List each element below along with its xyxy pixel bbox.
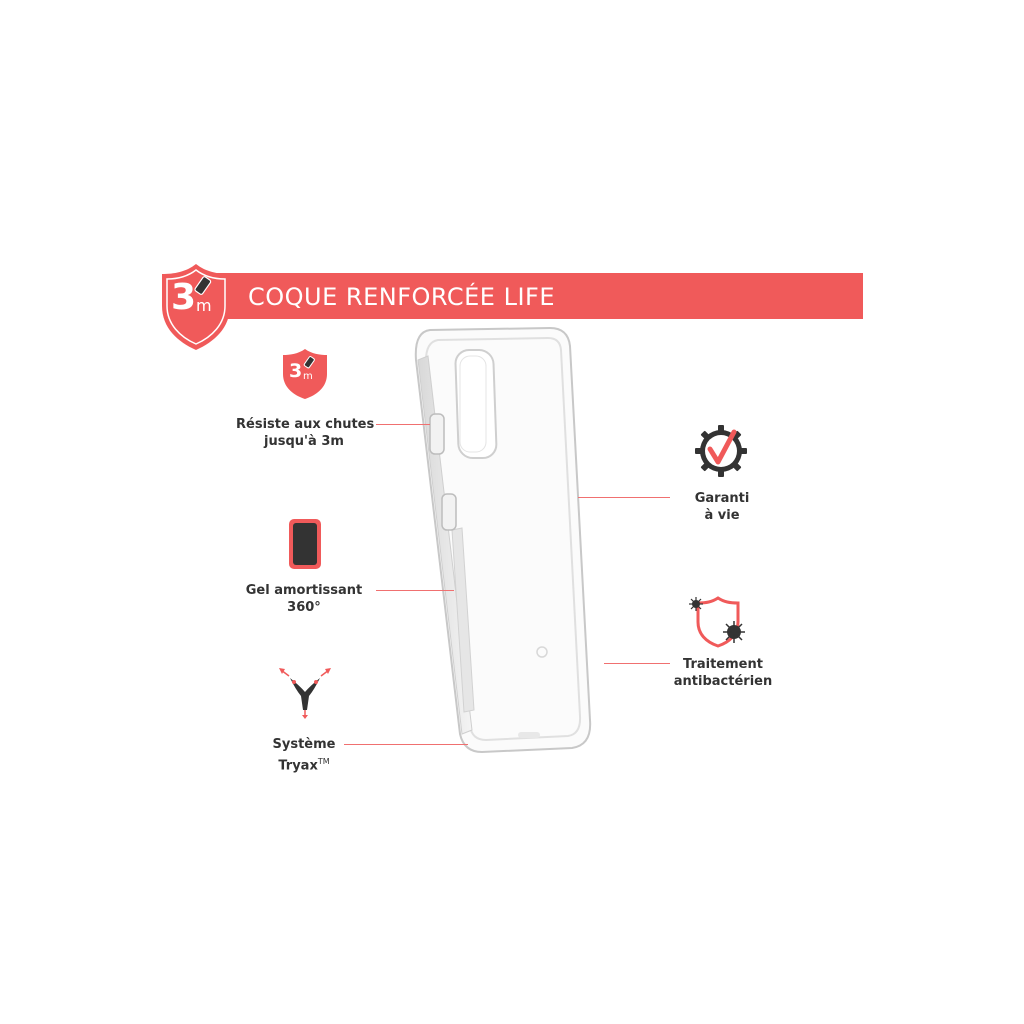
drop-icon-value: 3 (289, 360, 303, 382)
badge-unit: m (196, 296, 212, 315)
gel-leader-line (376, 590, 454, 591)
feature-label-warranty: Garanti à vie (676, 490, 768, 524)
drop-icon-unit: m (303, 371, 313, 382)
feature-label-tryax: Système TryaxTM (256, 736, 352, 774)
drop-shield-badge-icon (162, 264, 230, 350)
antibacterial-leader-line (604, 663, 670, 664)
phone-gel-icon (289, 519, 321, 569)
tryax-trademark: TM (317, 757, 330, 766)
tryax-label-line1: Système (272, 737, 336, 752)
feature-label-antibacterial: Traitement antibactérien (656, 656, 790, 690)
banner-title: COQUE RENFORCÉE LIFE (248, 283, 555, 311)
tryax-arrows-icon (279, 668, 331, 719)
gel-label-line2: 360° (287, 600, 321, 615)
tryax-label-line2: TryaxTM (256, 753, 352, 774)
gear-check-icon (695, 425, 747, 477)
drop-shield-icon (283, 349, 327, 399)
feature-label-gel: Gel amortissant 360° (236, 582, 372, 616)
feature-label-drop: Résiste aux chutes jusqu'à 3m (236, 416, 375, 450)
gel-label-line1: Gel amortissant (245, 583, 363, 598)
warranty-leader-line (578, 497, 670, 498)
phone-case-image (414, 326, 592, 754)
badge-value: 3 (171, 277, 197, 318)
tryax-leader-line (344, 744, 468, 745)
antibacterial-label-line1: Traitement (683, 657, 763, 672)
drop-label-line1: Résiste aux chutes (236, 417, 375, 432)
shield-bacteria-icon (689, 596, 745, 648)
antibacterial-label-line2: antibactérien (673, 674, 773, 689)
drop-label-line2: jusqu'à 3m (264, 434, 344, 449)
warranty-label-line2: à vie (704, 508, 740, 523)
tryax-label-name: Tryax (278, 758, 318, 774)
title-banner (200, 273, 863, 319)
warranty-label-line1: Garanti (694, 491, 750, 506)
drop-leader-line (376, 424, 430, 425)
